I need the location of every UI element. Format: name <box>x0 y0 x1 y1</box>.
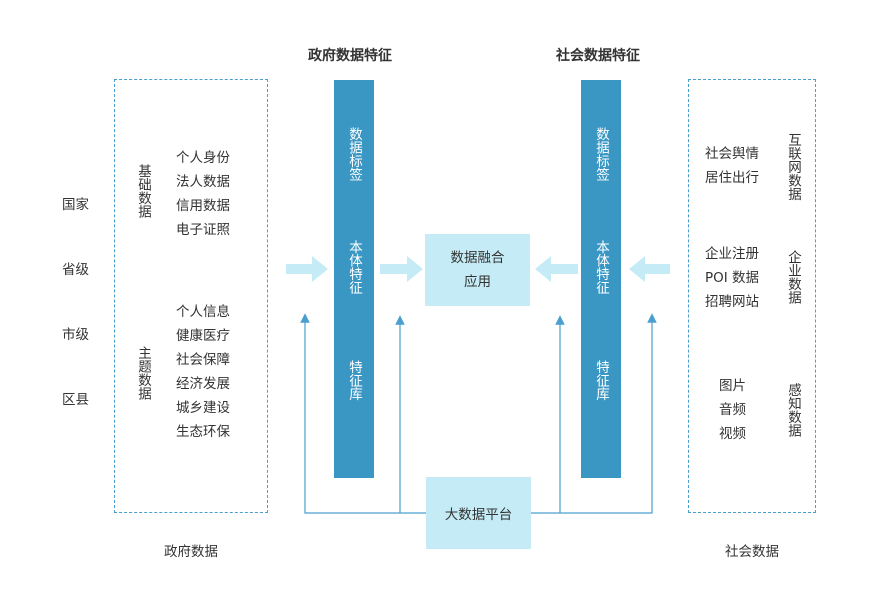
sensing-data-item: 图片 <box>719 378 746 394</box>
gov-bar-segment: 数据标签 <box>346 127 362 181</box>
flow-arrow <box>286 256 328 282</box>
enterprise-data-item: 企业注册 <box>705 246 759 262</box>
theme-data-item: 社会保障 <box>176 352 230 368</box>
theme-data-item: 城乡建设 <box>176 400 230 416</box>
gov-bar-segment: 本体特征 <box>346 240 362 294</box>
social-data-caption: 社会数据 <box>725 544 779 560</box>
data-fusion-box: 数据融合 应用 <box>425 234 530 306</box>
enterprise-data-label: 企业数据 <box>785 250 801 304</box>
basic-data-item: 电子证照 <box>176 222 230 238</box>
theme-data-item: 经济发展 <box>176 376 230 392</box>
platform-line <box>300 313 426 514</box>
flow-arrow <box>629 256 670 282</box>
theme-data-item: 个人信息 <box>176 304 230 320</box>
social-bar-segment: 特征库 <box>593 360 609 401</box>
level-item: 国家 <box>62 197 89 213</box>
enterprise-data-item: POI 数据 <box>705 270 760 286</box>
level-item: 省级 <box>62 262 89 278</box>
gov-feature-bar: 数据标签 本体特征 特征库 <box>334 80 374 478</box>
social-features-title: 社会数据特征 <box>556 48 640 64</box>
internet-data-item: 居住出行 <box>705 170 759 186</box>
basic-data-item: 法人数据 <box>176 174 230 190</box>
gov-bar-segment: 特征库 <box>346 360 362 401</box>
flow-arrow <box>380 256 423 282</box>
internet-data-items: 社会舆情 居住出行 <box>705 142 759 190</box>
internet-data-item: 社会舆情 <box>705 146 759 162</box>
basic-data-item: 个人身份 <box>176 150 230 166</box>
basic-data-item: 信用数据 <box>176 198 230 214</box>
basic-data-items: 个人身份 法人数据 信用数据 电子证照 <box>176 146 230 242</box>
social-bar-segment: 数据标签 <box>593 127 609 181</box>
gov-data-caption: 政府数据 <box>164 544 218 560</box>
level-item: 市级 <box>62 327 89 343</box>
social-bar-segment: 本体特征 <box>593 240 609 294</box>
data-fusion-line: 应用 <box>464 274 491 290</box>
internet-data-label: 互联网数据 <box>785 133 801 201</box>
enterprise-data-items: 企业注册 POI 数据 招聘网站 <box>705 242 759 314</box>
flow-arrow <box>535 256 578 282</box>
platform-line <box>530 313 657 514</box>
theme-data-label: 主题数据 <box>135 346 151 400</box>
theme-data-item: 生态环保 <box>176 424 230 440</box>
big-data-platform-label: 大数据平台 <box>444 507 513 523</box>
level-item: 区县 <box>62 392 89 408</box>
sensing-data-items: 图片 音频 视频 <box>719 374 746 446</box>
basic-data-label: 基础数据 <box>135 164 151 218</box>
theme-data-item: 健康医疗 <box>176 328 230 344</box>
social-feature-bar: 数据标签 本体特征 特征库 <box>581 80 621 478</box>
social-data-box: 社会舆情 居住出行 互联网数据 企业注册 POI 数据 招聘网站 企业数据 图片… <box>688 79 816 513</box>
sensing-data-label: 感知数据 <box>785 383 801 437</box>
data-fusion-line: 数据融合 <box>450 250 505 266</box>
theme-data-items: 个人信息 健康医疗 社会保障 经济发展 城乡建设 生态环保 <box>176 300 230 444</box>
gov-data-box: 基础数据 个人身份 法人数据 信用数据 电子证照 主题数据 个人信息 健康医疗 … <box>114 79 268 513</box>
sensing-data-item: 视频 <box>719 426 746 442</box>
big-data-platform-box: 大数据平台 <box>426 477 531 549</box>
gov-features-title: 政府数据特征 <box>308 48 392 64</box>
enterprise-data-item: 招聘网站 <box>705 294 759 310</box>
platform-lines <box>300 313 657 514</box>
sensing-data-item: 音频 <box>719 402 746 418</box>
